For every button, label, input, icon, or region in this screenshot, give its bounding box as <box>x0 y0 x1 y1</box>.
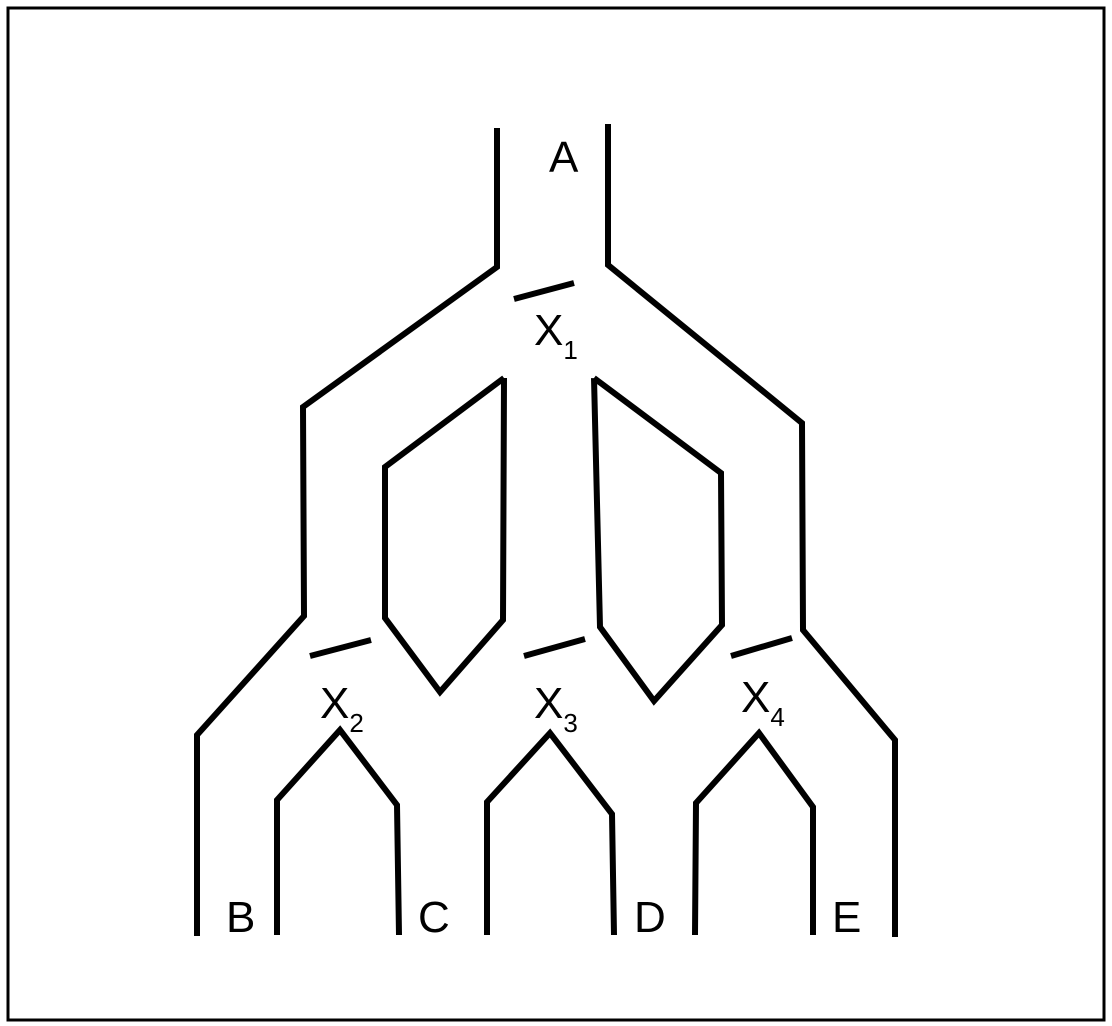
label-c: C <box>418 893 450 942</box>
chevron-cd <box>484 728 617 936</box>
label-x2-index: 2 <box>349 708 363 738</box>
label-d: D <box>634 893 666 942</box>
label-x3-letter: X <box>534 679 563 728</box>
chevron-bc <box>274 725 402 936</box>
label-x4-letter: X <box>741 673 770 722</box>
outer-right-wall <box>605 124 898 937</box>
label-x2: X2 <box>320 679 364 738</box>
label-b: B <box>226 893 255 942</box>
label-x4-index: 4 <box>770 702 784 732</box>
label-x4: X4 <box>741 673 785 732</box>
label-x3-index: 3 <box>563 708 577 738</box>
label-x3: X3 <box>534 679 578 738</box>
gate-x1-bar <box>513 280 575 302</box>
label-x1-index: 1 <box>563 335 577 365</box>
gate-x2-bar <box>309 637 372 659</box>
diagram-frame <box>6 6 1106 1022</box>
label-a: A <box>549 133 579 182</box>
label-x1: X1 <box>534 306 578 365</box>
label-x1-letter: X <box>534 306 563 355</box>
label-x2-letter: X <box>320 679 349 728</box>
inner-left-island <box>382 375 507 697</box>
gate-x3-bar <box>523 636 586 659</box>
outer-left-wall <box>194 128 500 936</box>
inner-right-island <box>591 375 726 706</box>
label-e: E <box>832 893 861 942</box>
chevron-de <box>692 728 816 936</box>
gate-x4-bar <box>730 635 793 659</box>
